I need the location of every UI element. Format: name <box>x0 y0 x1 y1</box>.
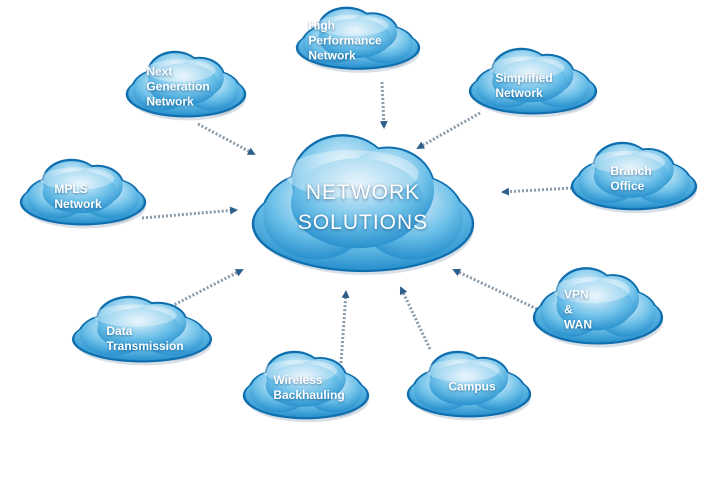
arrow-next-generation-network <box>197 122 256 156</box>
arrow-wireless-backhauling <box>339 290 350 364</box>
arrow-vpn-wan <box>452 268 538 311</box>
cloud-campus <box>406 350 532 421</box>
cloud-mpls-network <box>19 158 147 229</box>
cloud-next-generation-network <box>125 50 247 121</box>
cloud-data-transmission <box>71 295 213 366</box>
cloud-simplified-network <box>468 47 598 118</box>
cloud-high-performance-network <box>295 6 421 73</box>
arrow-campus <box>399 286 432 350</box>
cloud-network-solutions <box>251 134 475 275</box>
arrow-data-transmission <box>163 268 244 312</box>
arrow-high-performance-network <box>379 81 388 129</box>
arrow-branch-office <box>501 186 573 196</box>
cloud-vpn-wan <box>532 267 664 348</box>
arrow-mpls-network <box>141 206 238 220</box>
cloud-branch-office <box>570 141 698 214</box>
cloud-wireless-backhauling <box>242 350 370 423</box>
arrow-simplified-network <box>416 111 481 150</box>
